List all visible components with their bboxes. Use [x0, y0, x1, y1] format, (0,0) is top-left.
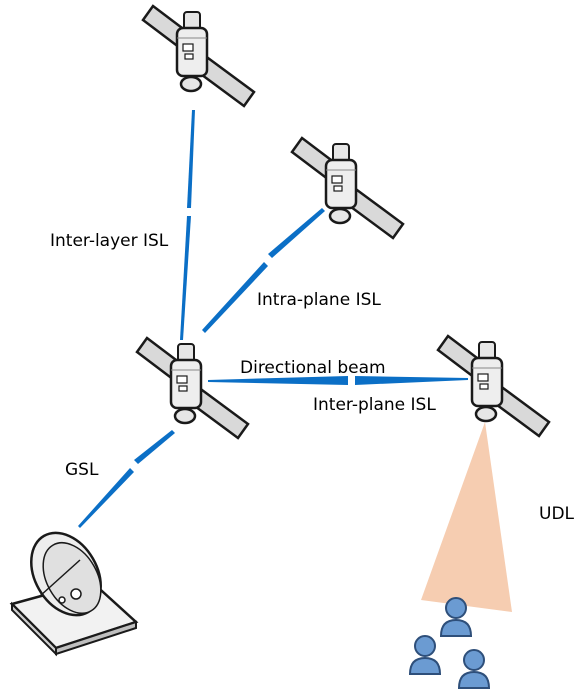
- udl-label: UDL: [539, 504, 575, 524]
- inter-layer-isl-label: Inter-layer ISL: [50, 231, 169, 251]
- satellite-center-icon: [135, 336, 250, 440]
- udl-beam: [421, 422, 512, 612]
- satellite-top-icon: [141, 4, 256, 108]
- satellite-right-icon: [436, 334, 551, 438]
- inter-plane-link: [208, 376, 468, 385]
- user-icon: [458, 649, 490, 689]
- intra-plane-isl-label: Intra-plane ISL: [257, 290, 381, 310]
- user-icon: [409, 635, 441, 675]
- satellite-dish-icon: [9, 531, 139, 657]
- gsl-link: [78, 430, 175, 528]
- inter-plane-isl-label: Inter-plane ISL: [313, 395, 436, 415]
- directional-beam-label: Directional beam: [240, 358, 386, 378]
- gsl-label: GSL: [65, 460, 99, 480]
- inter-layer-link: [180, 110, 195, 340]
- intra-plane-link: [202, 208, 325, 333]
